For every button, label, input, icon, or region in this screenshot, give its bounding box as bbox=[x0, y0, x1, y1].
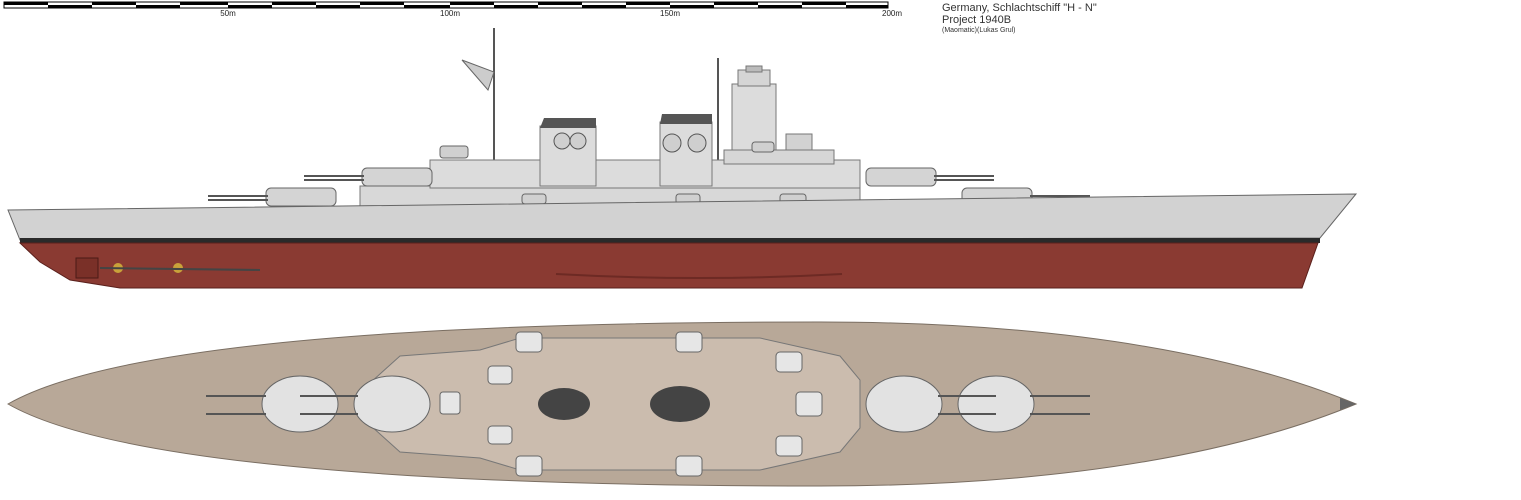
scale-label-150m: 150m bbox=[659, 9, 681, 18]
side-profile bbox=[7, 28, 1358, 289]
project-name: Project 1940B bbox=[942, 14, 1012, 26]
scale-bar bbox=[3, 1, 889, 9]
ship-title: Germany, Schlachtschiff "H - N" bbox=[942, 2, 1097, 14]
deck-plan bbox=[6, 321, 1358, 487]
scale-label-50m: 50m bbox=[220, 9, 236, 18]
credit-text: (Maomatic)(Lukas Grul) bbox=[942, 27, 1016, 34]
scale-label-200m: 200m bbox=[881, 9, 903, 18]
scale-label-100m: 100m bbox=[439, 9, 461, 18]
title-block: Germany, Schlachtschiff "H - N" Project … bbox=[942, 2, 1097, 36]
